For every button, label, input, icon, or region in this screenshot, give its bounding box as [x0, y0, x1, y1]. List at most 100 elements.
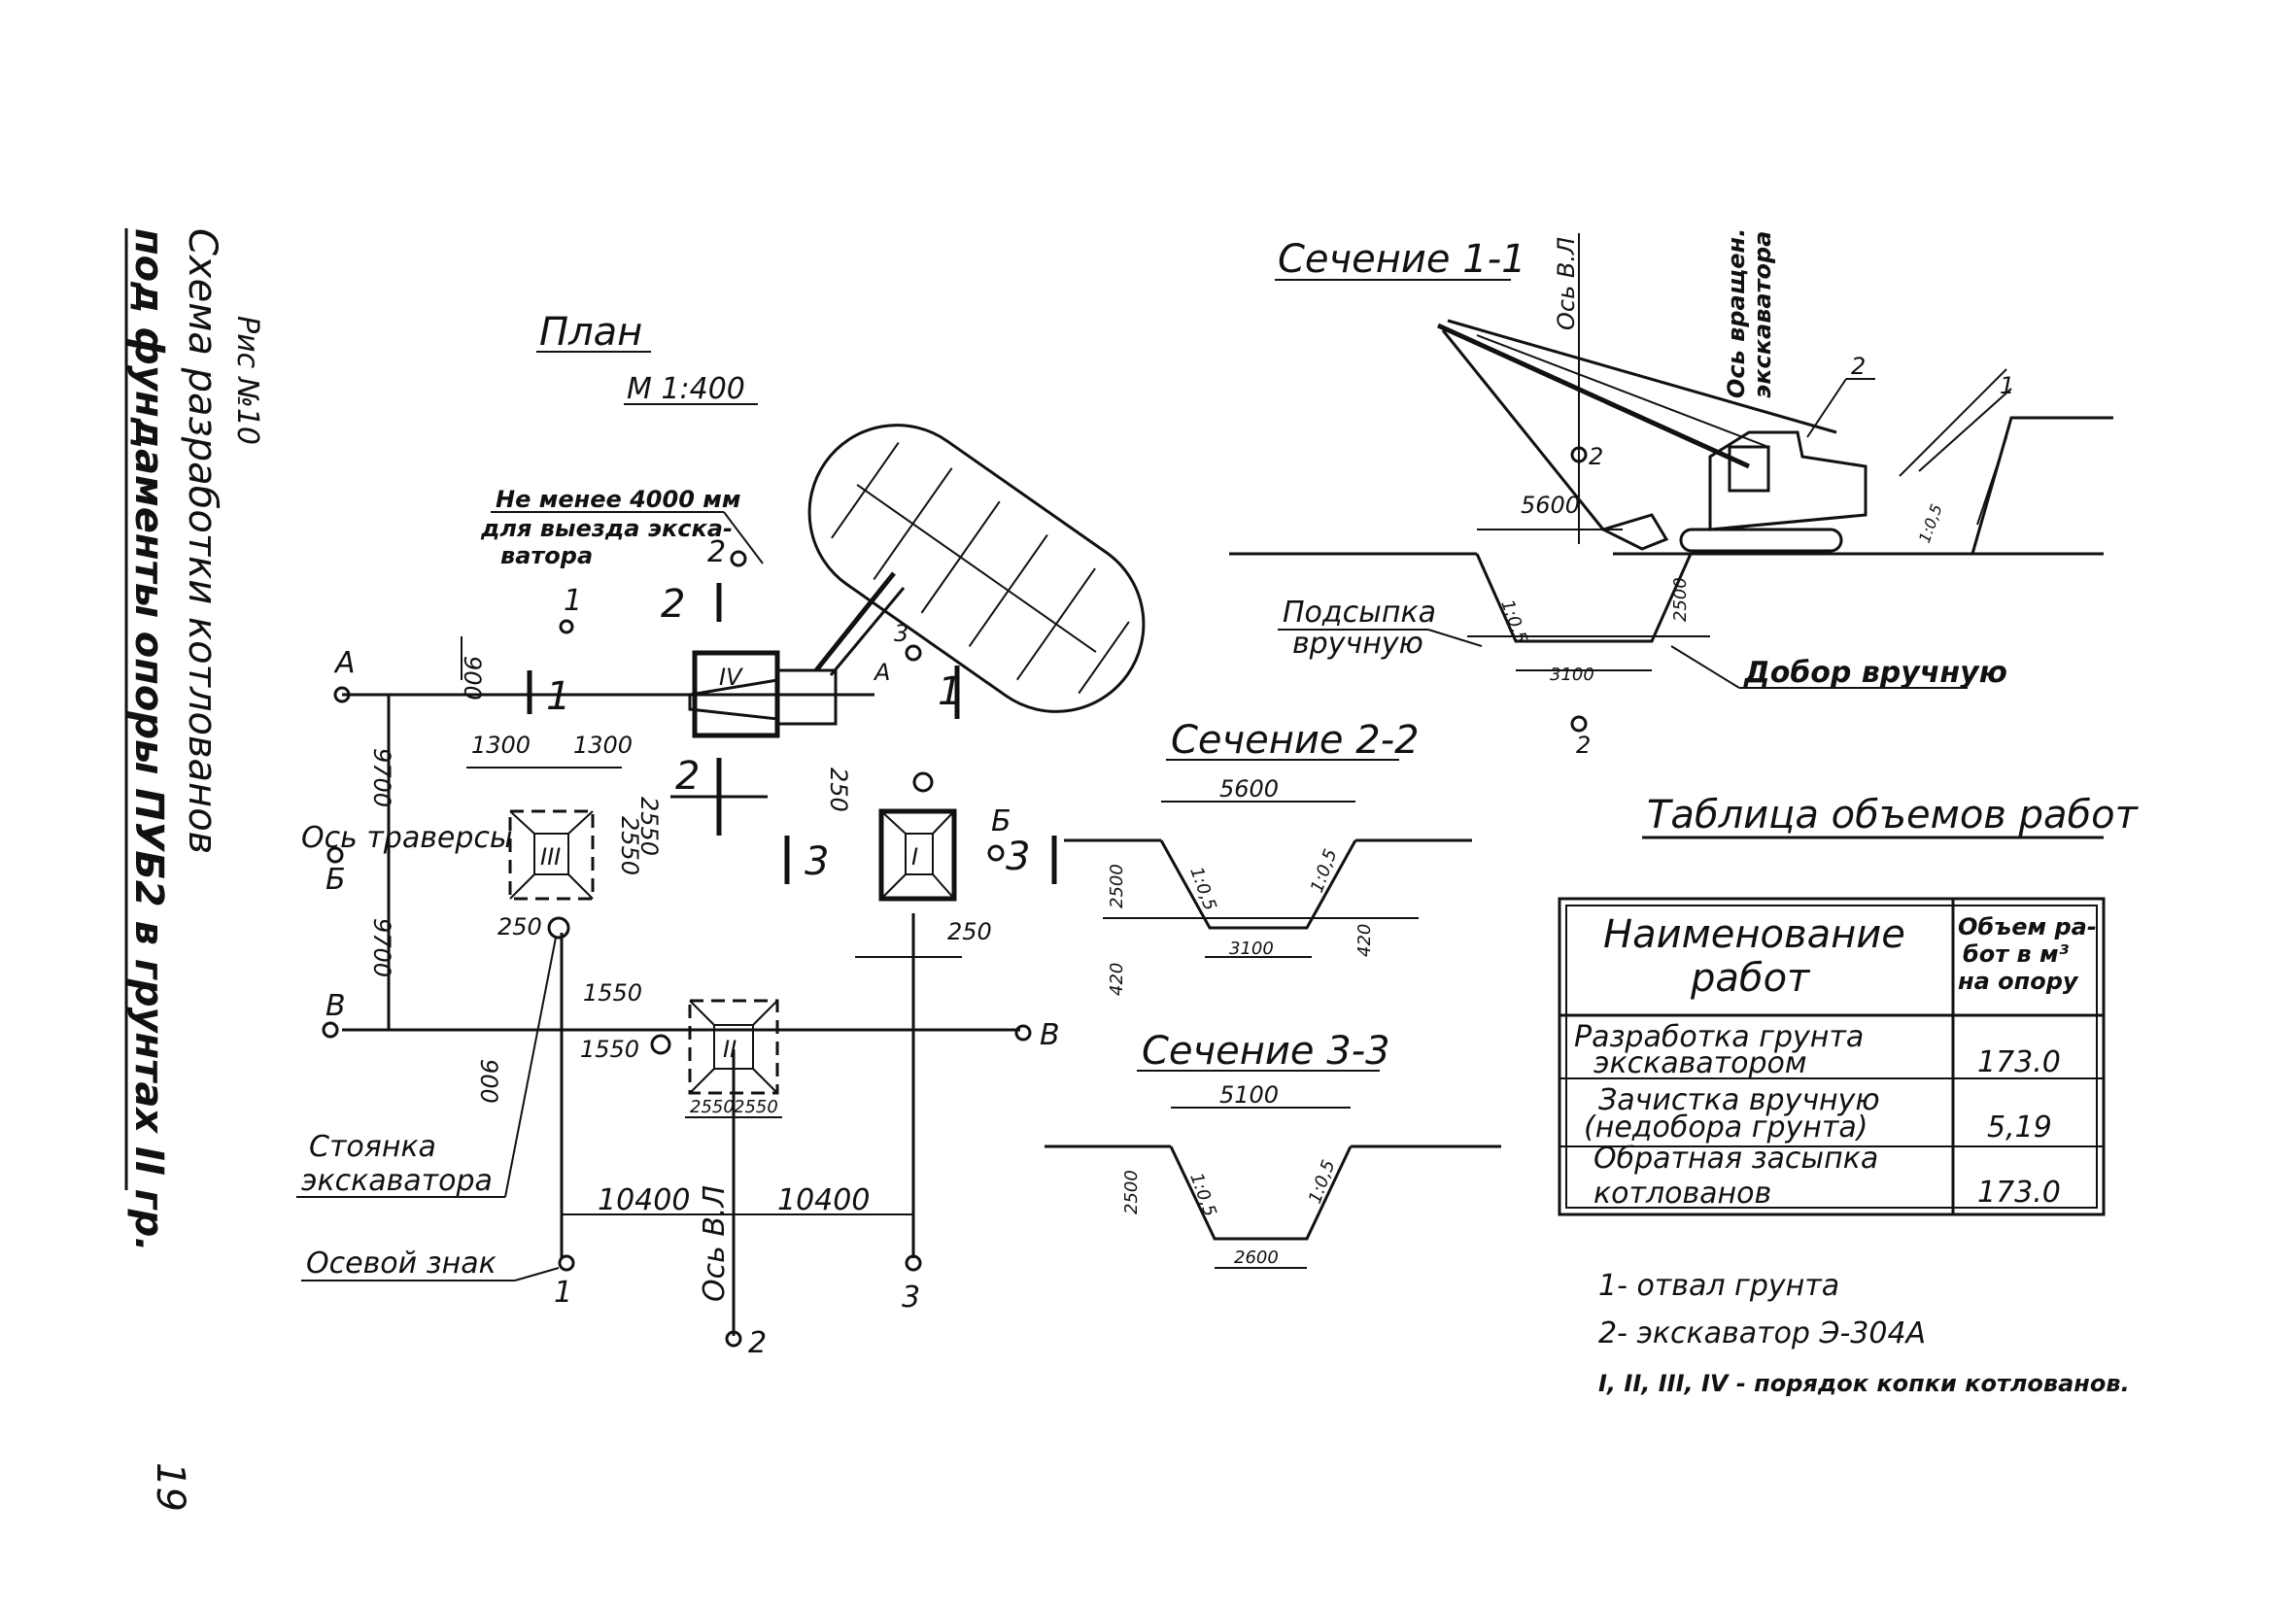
dim-10400-a: 10400 — [598, 1183, 690, 1217]
slope-s11: 1:0,5 — [1496, 598, 1531, 647]
marker-2-bottom: 2 — [1576, 732, 1591, 759]
dim-1300-b: 1300 — [573, 732, 633, 759]
rotation-axis-line2: экскаватора — [1749, 231, 1776, 398]
pit-2 — [688, 999, 779, 1095]
pit-1 — [878, 808, 957, 902]
fill-label-line1: Подсыпка — [1283, 596, 1436, 630]
dim-3100-s22: 3100 — [1229, 939, 1274, 959]
callout-spoil: 1 — [2000, 372, 2014, 399]
table-row1-value: 173.0 — [1977, 1045, 2061, 1079]
axis-letter-a-right: А — [873, 659, 890, 686]
plan-title: План — [539, 310, 642, 355]
axis-letter-b: Б — [326, 863, 346, 897]
plan-note-line3: ватора — [500, 542, 593, 569]
axis-letter-v-right: В — [1040, 1018, 1060, 1052]
section-2-2: Сечение 2-2 5600 3100 2500 420 420 1:0,5… — [1064, 718, 1472, 996]
dim-420-b-s22: 420 — [1354, 924, 1375, 957]
section-mark-1-right: 1 — [938, 669, 962, 714]
axis-num-2-top: 2 — [707, 535, 726, 569]
dim-420-a-s22: 420 — [1107, 963, 1127, 996]
finish-label: Добор вручную — [1743, 656, 2007, 690]
pit-profile-2-2 — [1159, 839, 1357, 930]
dim-2550-a: 2550 — [635, 797, 663, 856]
pit-profile-1-1 — [1475, 553, 1693, 643]
spoil-profile — [1970, 416, 2113, 555]
table-header-name-line1: Наименование — [1603, 912, 1905, 957]
table-header-name-line2: работ — [1690, 956, 1811, 1001]
dim-2500-s22: 2500 — [1107, 864, 1127, 908]
excavator-stand-line2: экскаватора — [301, 1164, 493, 1198]
table-row2-name-line2: (недобора грунта) — [1584, 1111, 1868, 1145]
dim-250-c: 250 — [947, 918, 992, 945]
pit-2-label: II — [723, 1036, 737, 1063]
table-row3-value: 173.0 — [1977, 1176, 2061, 1210]
excavator-stand-line1: Стоянка — [309, 1130, 436, 1164]
axis-letter-b-right: Б — [991, 804, 1011, 838]
table-row3-name-line1: Обратная засыпка — [1593, 1142, 1878, 1176]
dim-2500-s11: 2500 — [1670, 577, 1691, 622]
slope-right-s22: 1:0,5 — [1307, 846, 1342, 896]
rotation-axis-line1: Ось вращен. — [1723, 228, 1750, 398]
table-row3-name-line2: котлованов — [1593, 1177, 1771, 1211]
dim-2600-s33: 2600 — [1234, 1247, 1279, 1268]
axis-num-1-top: 1 — [564, 584, 582, 618]
dim-1550-a: 1550 — [583, 979, 642, 1007]
pit-3-label: III — [540, 843, 561, 871]
dim-250-b: 250 — [825, 768, 852, 812]
legend-item-3: I, II, III, IV - порядок копки котловано… — [1598, 1370, 2130, 1397]
dim-9700-b: 9700 — [368, 918, 395, 977]
dim-10400-b: 10400 — [777, 1183, 870, 1217]
section-1-1-axis-vl: Ось В.Л — [1553, 237, 1580, 330]
section-mark-3-right: 3 — [1006, 835, 1030, 879]
volume-table-title: Таблица объемов работ — [1647, 793, 2140, 837]
axis-num-2-bottom: 2 — [748, 1326, 767, 1360]
axis-mark-label: Осевой знак — [306, 1247, 497, 1281]
axis-vl-label: Ось В.Л — [698, 1185, 732, 1302]
dim-2550-d: 2550 — [734, 1097, 778, 1117]
page-number: 19 — [148, 1462, 192, 1512]
pit-profile-3-3 — [1169, 1145, 1353, 1241]
dim-3100-s11: 3100 — [1550, 665, 1594, 685]
excavator-plan-icon — [688, 571, 906, 726]
plan-note-line2: для выезда экска- — [480, 515, 733, 542]
dim-2500-s33: 2500 — [1121, 1170, 1142, 1214]
slope-spoil: 1:0,5 — [1915, 501, 1946, 545]
legend-item-2: 2- экскаватор Э-304А — [1598, 1316, 1926, 1350]
section-3-3-title: Сечение 3-3 — [1142, 1029, 1390, 1074]
section-mark-2-top: 2 — [661, 582, 685, 627]
axis-letter-v: В — [326, 989, 346, 1023]
plan-scale: М 1:400 — [627, 372, 745, 406]
section-mark-2-mid: 2 — [675, 754, 700, 799]
section-1-1: Сечение 1-1 Ось В.Л Ось вращен. экскават… — [1229, 228, 2113, 759]
section-3-3: Сечение 3-3 5100 2600 2500 1:0,5 1:0,5 — [1045, 1029, 1501, 1269]
traverse-axis-label: Ось траверсы — [301, 821, 513, 855]
section-2-2-title: Сечение 2-2 — [1171, 718, 1420, 763]
section-1-1-title: Сечение 1-1 — [1278, 237, 1526, 282]
title-line1: Схема разработки котлованов — [180, 228, 224, 854]
title-line2: под фундаменты опоры ПУБ2 в грунтах II г… — [126, 228, 171, 1251]
table-row1-name-line1: Разработка грунта — [1574, 1020, 1864, 1054]
legend: 1- отвал грунта 2- экскаватор Э-304А I, … — [1598, 1269, 2130, 1397]
table-row2-value: 5,19 — [1987, 1111, 2052, 1145]
dim-5600-s22: 5600 — [1219, 775, 1279, 803]
table-header-vol-line1: Объем ра- — [1958, 913, 2097, 940]
table-header-vol-line2: бот в м³ — [1963, 940, 2070, 968]
marker-2-top: 2 — [1589, 443, 1603, 470]
dim-9700-a: 9700 — [368, 748, 395, 807]
dim-5600-s11: 5600 — [1521, 492, 1580, 519]
dim-250-a: 250 — [497, 913, 542, 940]
fig-label: Рис №10 — [230, 316, 264, 445]
section-mark-1-left: 1 — [546, 674, 570, 719]
slope-left-s33: 1:0,5 — [1185, 1171, 1220, 1220]
excavator-side-icon — [1436, 319, 1868, 553]
dim-900-a: 900 — [459, 656, 486, 700]
axis-letter-a: А — [333, 646, 356, 680]
pit-1-label: I — [911, 843, 918, 871]
dim-5100-s33: 5100 — [1219, 1081, 1279, 1109]
plan-view: План М 1:400 Не менее 4000 мм для выезда… — [296, 310, 1146, 1360]
axis-num-3-bottom: 3 — [902, 1281, 920, 1315]
dim-1550-b: 1550 — [580, 1036, 639, 1063]
slope-left-s22: 1:0,5 — [1185, 865, 1220, 914]
table-header-vol-line3: на опору — [1958, 968, 2079, 995]
